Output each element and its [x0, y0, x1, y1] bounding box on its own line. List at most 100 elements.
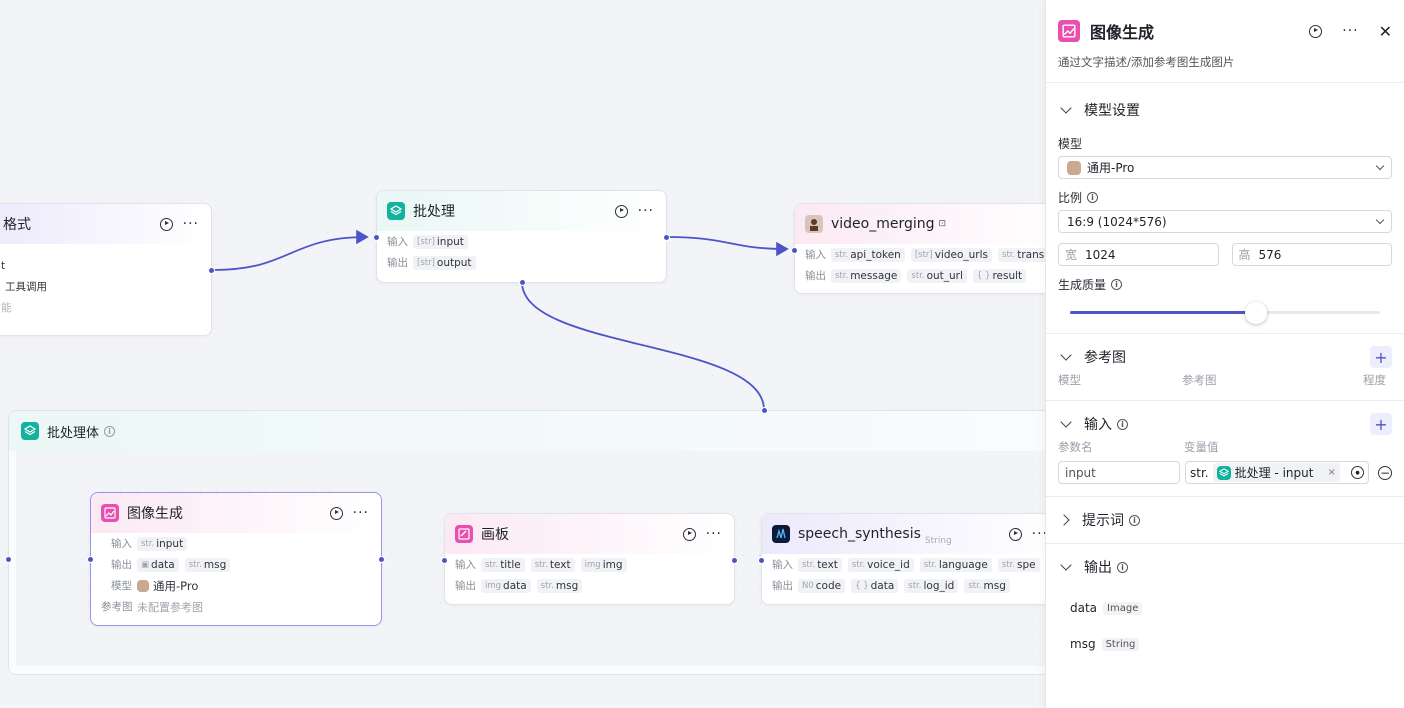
target-icon[interactable]: ●: [1351, 466, 1364, 479]
port-tag: str.language: [919, 557, 992, 572]
output-port[interactable]: [378, 556, 385, 563]
run-icon[interactable]: [1309, 24, 1323, 38]
ratio-select[interactable]: 16:9 (1024*576): [1058, 210, 1392, 233]
remove-tag-icon[interactable]: ×: [1327, 467, 1336, 478]
output-tag: ▣data: [137, 557, 179, 572]
node-row: t: [1, 259, 6, 272]
variable-value-input[interactable]: str. 批处理 - input × ●: [1185, 461, 1369, 484]
param-name-input[interactable]: input: [1058, 461, 1180, 484]
col-model: 模型: [1058, 373, 1081, 387]
close-icon[interactable]: ✕: [1378, 21, 1392, 41]
info-icon[interactable]: i: [1087, 192, 1099, 203]
col-var: 变量值: [1184, 440, 1219, 454]
port-tag: str.voice_id: [847, 557, 914, 572]
more-icon[interactable]: ···: [637, 203, 654, 219]
quality-slider[interactable]: [1070, 297, 1380, 327]
chevron-right-icon: [1058, 514, 1070, 526]
run-icon[interactable]: [682, 527, 696, 541]
output-port[interactable]: [208, 267, 215, 274]
body-start-port[interactable]: [5, 556, 12, 563]
port-tag: str.out_url: [907, 268, 967, 283]
edge-format-batch: [213, 229, 369, 271]
input-port[interactable]: [87, 556, 94, 563]
output-label: 输出: [455, 580, 476, 592]
board-icon: [455, 525, 473, 543]
container-title: 批处理体: [47, 425, 100, 441]
info-icon[interactable]: i: [1117, 561, 1128, 573]
more-icon[interactable]: ···: [182, 216, 199, 232]
info-icon[interactable]: i: [1117, 418, 1128, 430]
node-format[interactable]: 格式 ··· t 工具调用 能: [0, 203, 215, 336]
model-settings-header[interactable]: 模型设置: [1058, 87, 1392, 133]
run-icon[interactable]: [329, 506, 343, 520]
chevron-down-icon: [1060, 416, 1072, 428]
port-tag: str.api_token: [831, 247, 905, 262]
output-label: 输出: [111, 559, 132, 571]
more-icon[interactable]: ···: [705, 526, 722, 542]
node-title: speech_synthesis: [798, 526, 921, 542]
more-icon[interactable]: ···: [1031, 526, 1048, 542]
chevron-down-icon: [1060, 102, 1072, 114]
panel-title: 图像生成: [1090, 23, 1155, 42]
layers-icon: [21, 422, 39, 440]
remove-input-icon[interactable]: −: [1378, 465, 1392, 480]
ratio-label: 比例: [1058, 191, 1083, 205]
top-port[interactable]: [761, 407, 768, 414]
more-icon[interactable]: ···: [1342, 23, 1359, 39]
ref-label: 参考图: [101, 601, 133, 613]
input-label: 输入: [387, 236, 408, 248]
input-label: 输入: [805, 249, 826, 261]
info-icon[interactable]: i: [1111, 279, 1123, 290]
node-row: 工具调用: [5, 281, 47, 293]
input-port[interactable]: [441, 557, 448, 564]
model-select[interactable]: 通用-Pro: [1058, 156, 1392, 179]
model-avatar: [137, 579, 149, 592]
quality-label: 生成质量: [1058, 278, 1107, 292]
info-icon[interactable]: i: [1129, 514, 1140, 526]
reference-header[interactable]: 参考图+: [1058, 334, 1392, 380]
output-port[interactable]: [663, 234, 670, 241]
edge-batch-video: [666, 236, 789, 257]
slider-handle[interactable]: [1245, 302, 1267, 324]
chevron-down-icon: [1375, 215, 1385, 225]
output-tag: [str]output: [413, 255, 476, 270]
node-title: 格式: [3, 217, 31, 233]
image-type-icon: ▣: [141, 559, 150, 570]
more-icon[interactable]: ···: [352, 505, 369, 521]
run-icon[interactable]: [1008, 527, 1022, 541]
ref-value: 未配置参考图: [137, 600, 203, 614]
port-tag: str.spe: [997, 557, 1040, 572]
output-label: 输出: [387, 257, 408, 269]
input-port[interactable]: [373, 234, 380, 241]
add-reference-button[interactable]: +: [1370, 346, 1392, 368]
input-port[interactable]: [791, 247, 798, 254]
run-icon[interactable]: [159, 217, 173, 231]
model-avatar: [1067, 160, 1081, 175]
node-batch[interactable]: 批处理 ··· 输入[str]input 输出[str]output: [373, 190, 670, 286]
image-icon: [1058, 20, 1080, 42]
output-port[interactable]: [731, 557, 738, 564]
input-tag: [str]input: [413, 234, 468, 249]
input-port[interactable]: [758, 557, 765, 564]
bottom-port[interactable]: [519, 279, 526, 286]
info-icon[interactable]: i: [104, 425, 116, 437]
settings-panel: 图像生成 ··· ✕ 通过文字描述/添加参考图生成图片 模型设置 模型 通用-P…: [1045, 0, 1404, 708]
port-tag: [str]video_urls: [910, 247, 993, 262]
add-input-button[interactable]: +: [1370, 413, 1392, 435]
port-tag: { }data: [851, 578, 899, 593]
run-icon[interactable]: [614, 204, 628, 218]
panel-description: 通过文字描述/添加参考图生成图片: [1058, 55, 1235, 69]
